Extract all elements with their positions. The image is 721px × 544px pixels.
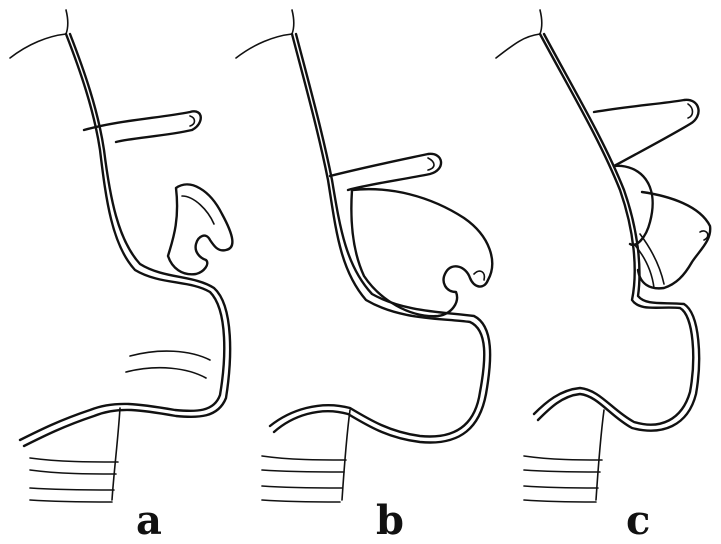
- panel-b-left-contour: [236, 34, 292, 58]
- panel-a-hooked-lobe: [168, 184, 232, 274]
- panel-b-lobe-curl: [474, 271, 484, 280]
- panel-b: [236, 10, 492, 502]
- panel-a: [10, 10, 232, 502]
- panel-c-segment-1: [524, 456, 602, 460]
- panel-label-b: b: [376, 497, 404, 544]
- panel-a-base-edge: [112, 408, 120, 500]
- panel-c-base-edge: [596, 410, 604, 500]
- panel-c-lower-lobe: [638, 192, 710, 288]
- panel-a-upper-flap-inner: [190, 116, 195, 126]
- panel-a-body-line-1: [130, 351, 210, 360]
- panel-b-upper-flap-inner: [428, 158, 434, 170]
- panel-a-left-contour: [10, 34, 66, 58]
- panel-c-inner-wall: [538, 34, 699, 431]
- panel-c-lobe-curl: [700, 231, 708, 240]
- panel-a-lobe-inner-line: [182, 196, 214, 224]
- panel-c-left-contour: [496, 34, 540, 58]
- panel-label-a: a: [136, 497, 162, 544]
- panel-b-segment-3: [262, 486, 342, 488]
- panel-c-segment-3: [524, 486, 598, 488]
- panel-a-segment-1: [30, 458, 118, 462]
- panel-c-top-tick: [540, 10, 542, 34]
- panel-a-top-tick: [66, 10, 68, 34]
- panel-c-outer-wall: [534, 34, 693, 425]
- panel-b-base-edge: [342, 410, 350, 500]
- panel-b-large-lobe: [351, 189, 492, 316]
- panel-b-top-tick: [292, 10, 294, 34]
- panel-a-body-line-2: [126, 368, 206, 378]
- panel-c: [496, 10, 710, 502]
- panel-c-upper-flap-inner: [688, 104, 693, 118]
- panel-c-segment-4: [524, 500, 596, 502]
- panel-b-segment-2: [262, 470, 344, 472]
- panel-b-segment-1: [262, 456, 346, 460]
- panel-b-segment-4: [262, 500, 340, 502]
- panel-c-segment-2: [524, 470, 600, 472]
- panel-b-outer-wall: [270, 34, 484, 437]
- panel-a-inner-wall: [24, 34, 230, 446]
- panel-a-segment-2: [30, 470, 116, 474]
- panel-b-inner-wall: [274, 34, 490, 443]
- panel-label-c: c: [626, 497, 650, 544]
- panel-a-segment-4: [30, 500, 112, 502]
- panel-a-segment-3: [30, 488, 114, 490]
- panel-b-upper-flap: [330, 154, 441, 190]
